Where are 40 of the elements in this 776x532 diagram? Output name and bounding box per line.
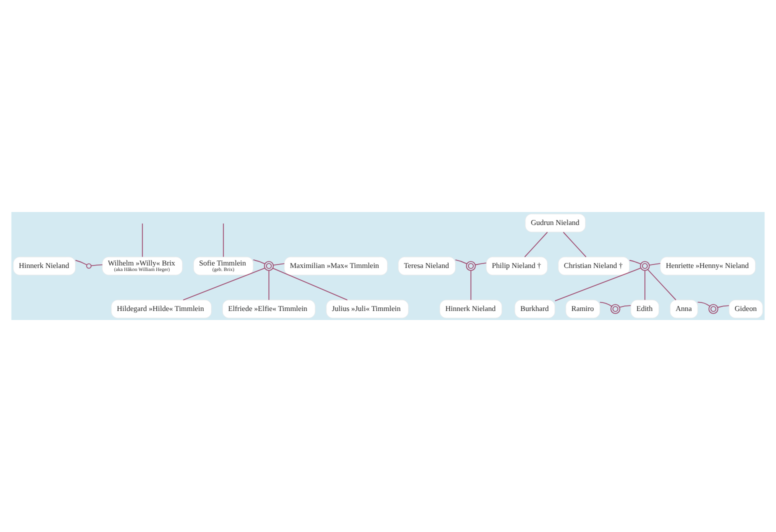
connector (648, 263, 661, 266)
connector (554, 268, 642, 302)
node-box: Hinnerk Nieland (13, 256, 76, 276)
connector (470, 270, 472, 300)
node-box: Gideon (728, 300, 763, 318)
connector (455, 259, 468, 264)
connector (717, 305, 730, 308)
node-box: Teresa Nieland (398, 256, 456, 276)
connector (268, 270, 270, 300)
node-box: Christian Nieland † (558, 256, 630, 276)
node-box: Julius »Juli« Timmlein (326, 300, 409, 318)
connector (252, 260, 266, 264)
node-box: Henriette »Henny« Nieland (660, 256, 756, 276)
connector (599, 302, 612, 307)
node-box: Elfriede »Elfie« Timmlein (222, 300, 316, 318)
connector (75, 260, 88, 266)
node-box: Maximilian »Max« Timmlein (284, 256, 388, 276)
connector (647, 269, 676, 300)
node-box: Philip Nieland † (486, 256, 548, 276)
connector (562, 232, 586, 258)
node-box: Hinnerk Nieland (440, 300, 502, 318)
node-box: Hildegard »Hilde« Timmlein (111, 300, 212, 318)
connector (272, 268, 348, 300)
connector (697, 302, 710, 306)
node-box: Anna (670, 300, 698, 318)
connector (222, 223, 224, 258)
connector (182, 268, 266, 300)
node-box: Ramiro (566, 300, 600, 318)
node-box: Gudrun Nieland (525, 214, 586, 232)
connector (629, 260, 642, 264)
connector (142, 223, 143, 258)
connector (474, 262, 487, 266)
node-box: Edith (630, 300, 660, 318)
connector (619, 305, 632, 308)
connector (524, 232, 548, 258)
node-box: Burkhard (514, 300, 556, 318)
connector (644, 270, 646, 300)
node-circles (86, 263, 92, 269)
connector (90, 264, 103, 266)
connector (272, 263, 285, 266)
